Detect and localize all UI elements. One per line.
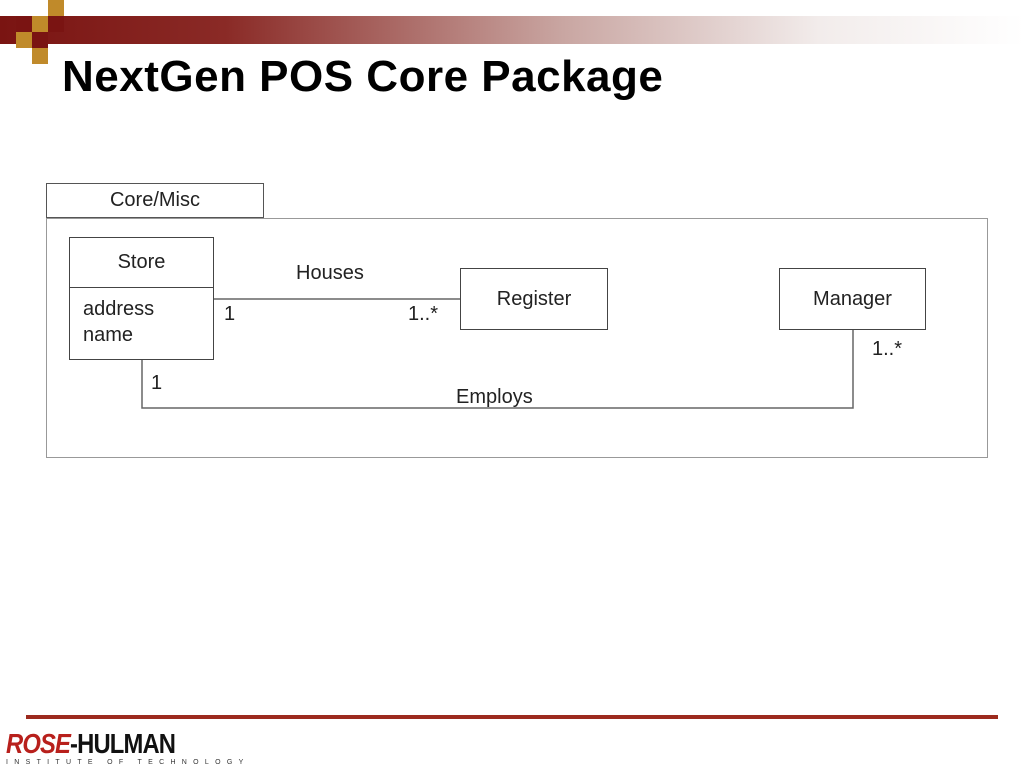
class-attribute: address	[83, 298, 155, 320]
header-square-gold	[48, 0, 64, 16]
institution-logo: ROSE-HULMAN INSTITUTE OF TECHNOLOGY	[6, 730, 250, 767]
class-store-attributes: address name	[70, 288, 213, 348]
class-attribute: name	[83, 324, 134, 346]
houses-register-multiplicity: 1..*	[408, 303, 439, 325]
employs-label: Employs	[456, 386, 533, 408]
header-square-dark	[32, 32, 48, 48]
houses-store-multiplicity: 1	[224, 303, 236, 325]
logo-hulman: -HULMAN	[70, 728, 176, 759]
class-store-name: Store	[70, 238, 213, 288]
page-title: NextGen POS Core Package	[62, 52, 664, 101]
class-register-name: Register	[496, 287, 572, 310]
header-square-gold	[32, 16, 48, 32]
footer-rule	[26, 715, 998, 719]
class-manager: Manager	[779, 268, 926, 330]
employs-manager-multiplicity: 1..*	[872, 338, 903, 360]
package-tab: Core/Misc	[46, 183, 264, 218]
header-square-dark	[16, 16, 32, 32]
header-square-gold	[16, 32, 32, 48]
class-store: Store address name	[69, 237, 214, 360]
logo-wordmark: ROSE-HULMAN	[6, 730, 213, 758]
header-square-dark	[48, 16, 64, 32]
logo-subtitle: INSTITUTE OF TECHNOLOGY	[6, 759, 250, 766]
class-register: Register	[460, 268, 608, 330]
logo-rose: ROSE	[6, 728, 71, 759]
houses-label: Houses	[296, 262, 364, 284]
class-manager-name: Manager	[813, 287, 892, 310]
header-band	[0, 16, 1024, 44]
employs-association-line	[141, 330, 854, 409]
employs-store-multiplicity: 1	[151, 372, 163, 394]
header-square-gold	[32, 48, 48, 64]
